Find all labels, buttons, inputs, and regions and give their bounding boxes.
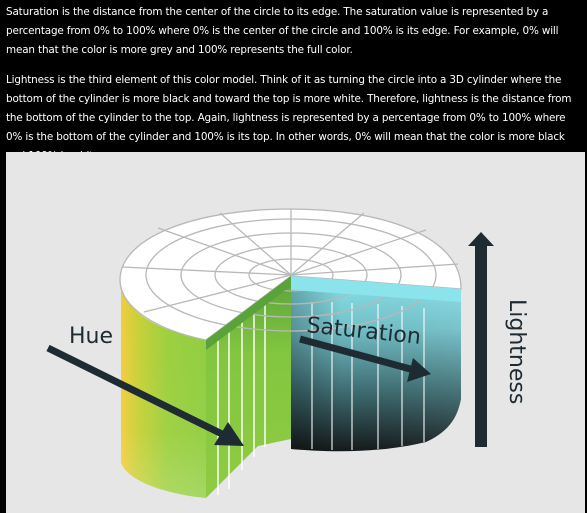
lightness-label: Lightness — [504, 299, 529, 404]
saturation-arrow-icon — [299, 335, 431, 382]
lightness-arrow-icon — [468, 232, 494, 447]
lightness-paragraph: Lightness is the third element of this c… — [6, 74, 572, 162]
hue-label: Hue — [69, 324, 113, 349]
hsl-cylinder-illustration: Hue Saturation Lightness — [46, 208, 529, 498]
saturation-paragraph: Saturation is the distance from the cent… — [6, 6, 559, 56]
hsl-cylinder-figure: Hue Saturation Lightness — [6, 152, 585, 513]
hue-arrow-icon — [46, 344, 244, 446]
